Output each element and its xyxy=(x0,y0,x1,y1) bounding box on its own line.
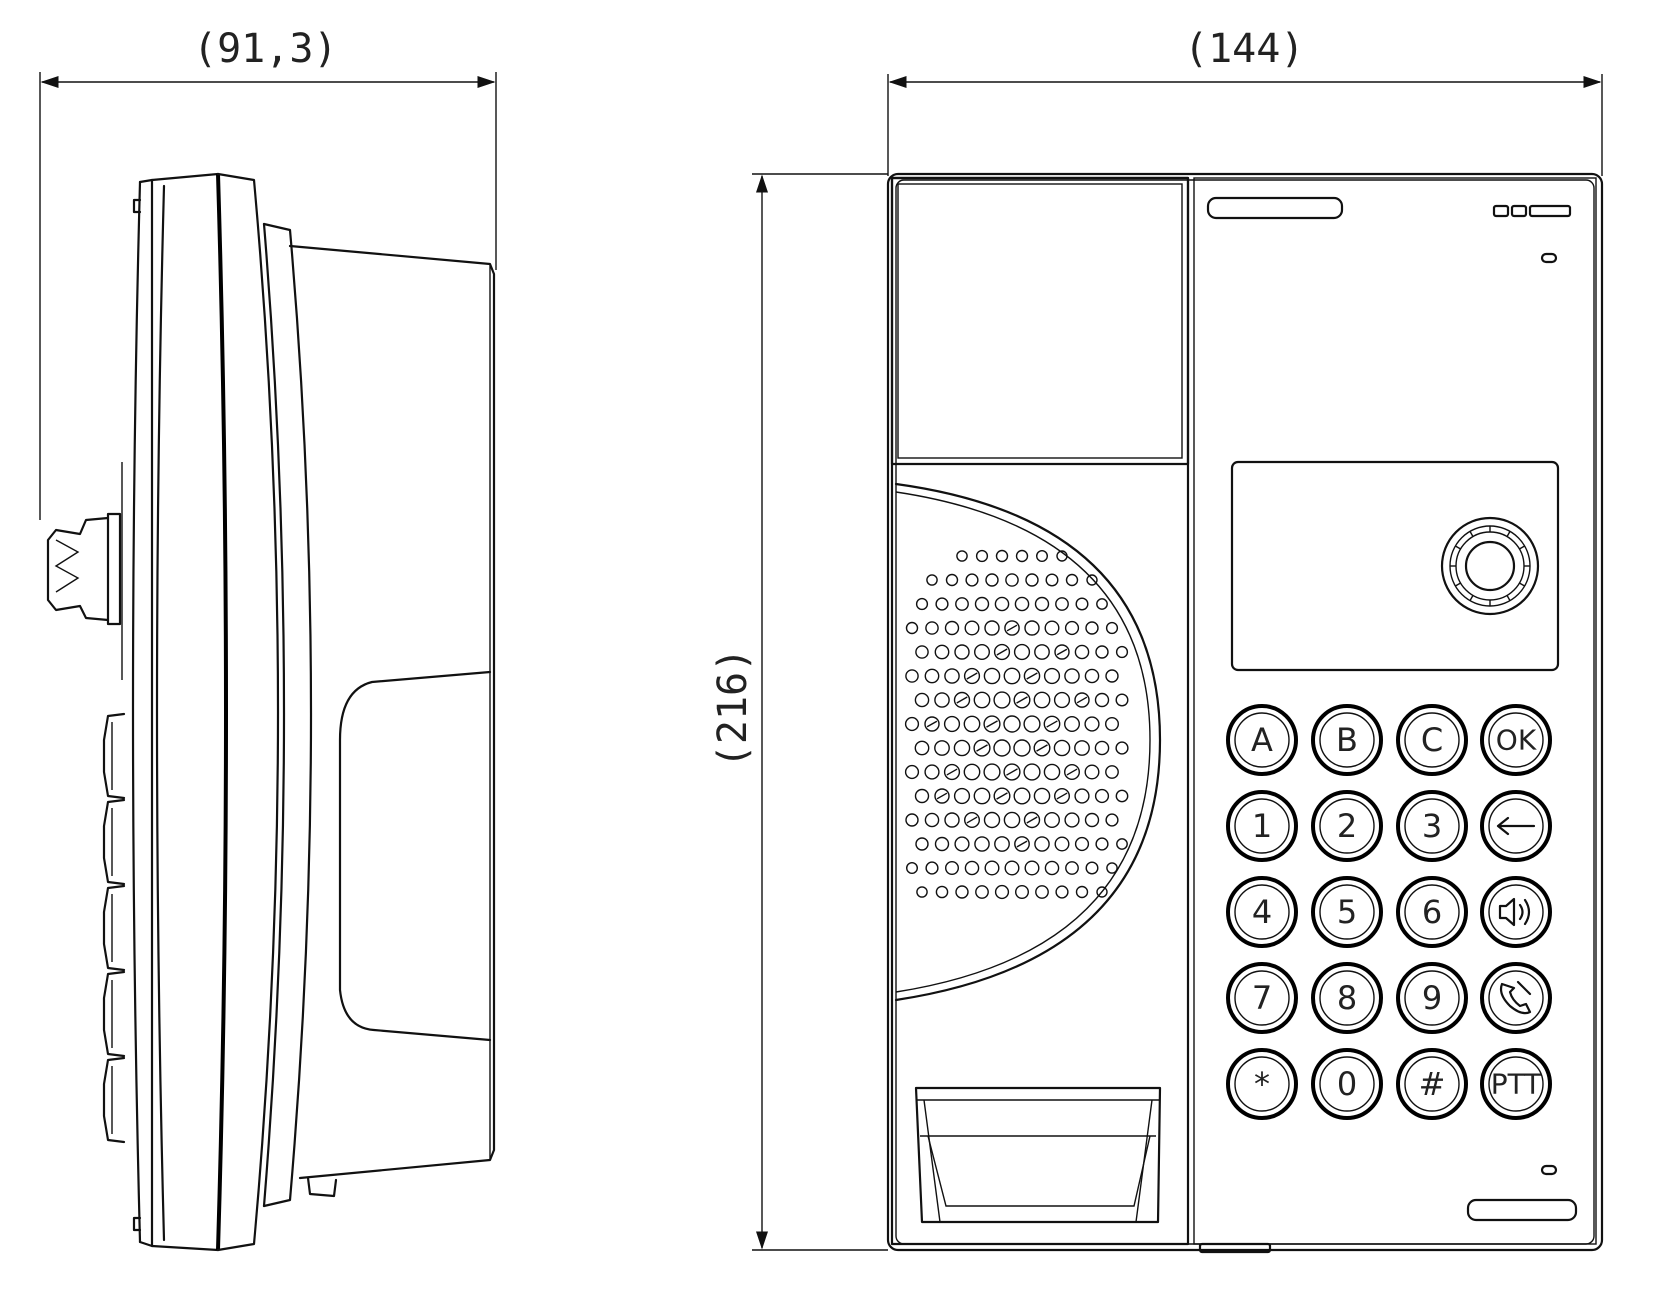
key-label: C xyxy=(1421,721,1443,759)
bottom-sensor xyxy=(1540,1164,1558,1176)
speaker-grille-icon xyxy=(904,549,1129,900)
key-label: 6 xyxy=(1422,893,1442,931)
display-window xyxy=(1230,460,1560,672)
key-4[interactable]: 4 xyxy=(1226,876,1298,948)
side-depth-label: (91,3) xyxy=(193,26,338,72)
key-ok[interactable]: OK xyxy=(1480,704,1552,776)
key-c[interactable]: C xyxy=(1396,704,1468,776)
bottom-indicator-slot xyxy=(1466,1198,1578,1222)
key-2[interactable]: 2 xyxy=(1311,790,1383,862)
key-back[interactable] xyxy=(1480,790,1552,862)
side-key-bumps xyxy=(102,198,142,1232)
status-led-2 xyxy=(1510,204,1528,218)
camera-lens-icon xyxy=(1440,516,1540,616)
key-label: 2 xyxy=(1337,807,1357,845)
key-label: 7 xyxy=(1252,979,1272,1017)
key-5[interactable]: 5 xyxy=(1311,876,1383,948)
key-star[interactable]: * xyxy=(1226,1048,1298,1120)
status-led-3 xyxy=(1528,204,1572,218)
side-knob xyxy=(46,462,123,680)
key-label: 5 xyxy=(1337,893,1357,931)
key-label: 1 xyxy=(1252,807,1272,845)
key-9[interactable]: 9 xyxy=(1396,962,1468,1034)
key-label: # xyxy=(1419,1065,1446,1103)
rear-housing xyxy=(288,244,496,1198)
key-speaker[interactable] xyxy=(1480,876,1552,948)
key-7[interactable]: 7 xyxy=(1226,962,1298,1034)
key-8[interactable]: 8 xyxy=(1311,962,1383,1034)
front-height-label: (216) xyxy=(710,648,756,768)
phone-handset-icon xyxy=(1499,980,1532,1015)
key-3[interactable]: 3 xyxy=(1396,790,1468,862)
handset-area xyxy=(890,176,1272,1254)
side-depth-dimension: (91,3) xyxy=(39,26,497,520)
status-led-1 xyxy=(1492,204,1510,218)
key-label: PTT xyxy=(1491,1068,1542,1101)
key-ptt[interactable]: PTT xyxy=(1480,1048,1552,1120)
front-height-dimension: (216) xyxy=(710,173,888,1251)
front-view: (144) (216) xyxy=(710,26,1604,1254)
key-label: 4 xyxy=(1252,893,1272,931)
top-sensor xyxy=(1540,252,1558,264)
front-width-dimension: (144) xyxy=(887,26,1603,176)
key-0[interactable]: 0 xyxy=(1311,1048,1383,1120)
key-label: 9 xyxy=(1422,979,1442,1017)
front-width-label: (144) xyxy=(1184,26,1304,72)
top-indicator-slot xyxy=(1206,196,1344,220)
key-label: * xyxy=(1254,1065,1270,1103)
key-6[interactable]: 6 xyxy=(1396,876,1468,948)
key-a[interactable]: A xyxy=(1226,704,1298,776)
keypad: A B C OK 1 2 3 4 5 6 7 8 9 * 0 # PTT xyxy=(1226,704,1552,1120)
key-label: 3 xyxy=(1422,807,1442,845)
key-b[interactable]: B xyxy=(1311,704,1383,776)
side-view: (91,3) xyxy=(39,26,497,1252)
backspace-arrow-icon xyxy=(1496,816,1536,836)
key-label: B xyxy=(1336,721,1358,759)
front-plate-profile xyxy=(131,172,280,1252)
key-hash[interactable]: # xyxy=(1396,1048,1468,1120)
gasket-profile xyxy=(262,222,313,1208)
key-1[interactable]: 1 xyxy=(1226,790,1298,862)
key-hook[interactable] xyxy=(1480,962,1552,1034)
key-label: A xyxy=(1251,721,1273,759)
key-label: OK xyxy=(1496,724,1537,757)
key-label: 0 xyxy=(1337,1065,1357,1103)
keypad-panel: A B C OK 1 2 3 4 5 6 7 8 9 * 0 # PTT xyxy=(1193,177,1597,1245)
key-label: 8 xyxy=(1337,979,1357,1017)
speaker-volume-icon xyxy=(1498,897,1531,927)
